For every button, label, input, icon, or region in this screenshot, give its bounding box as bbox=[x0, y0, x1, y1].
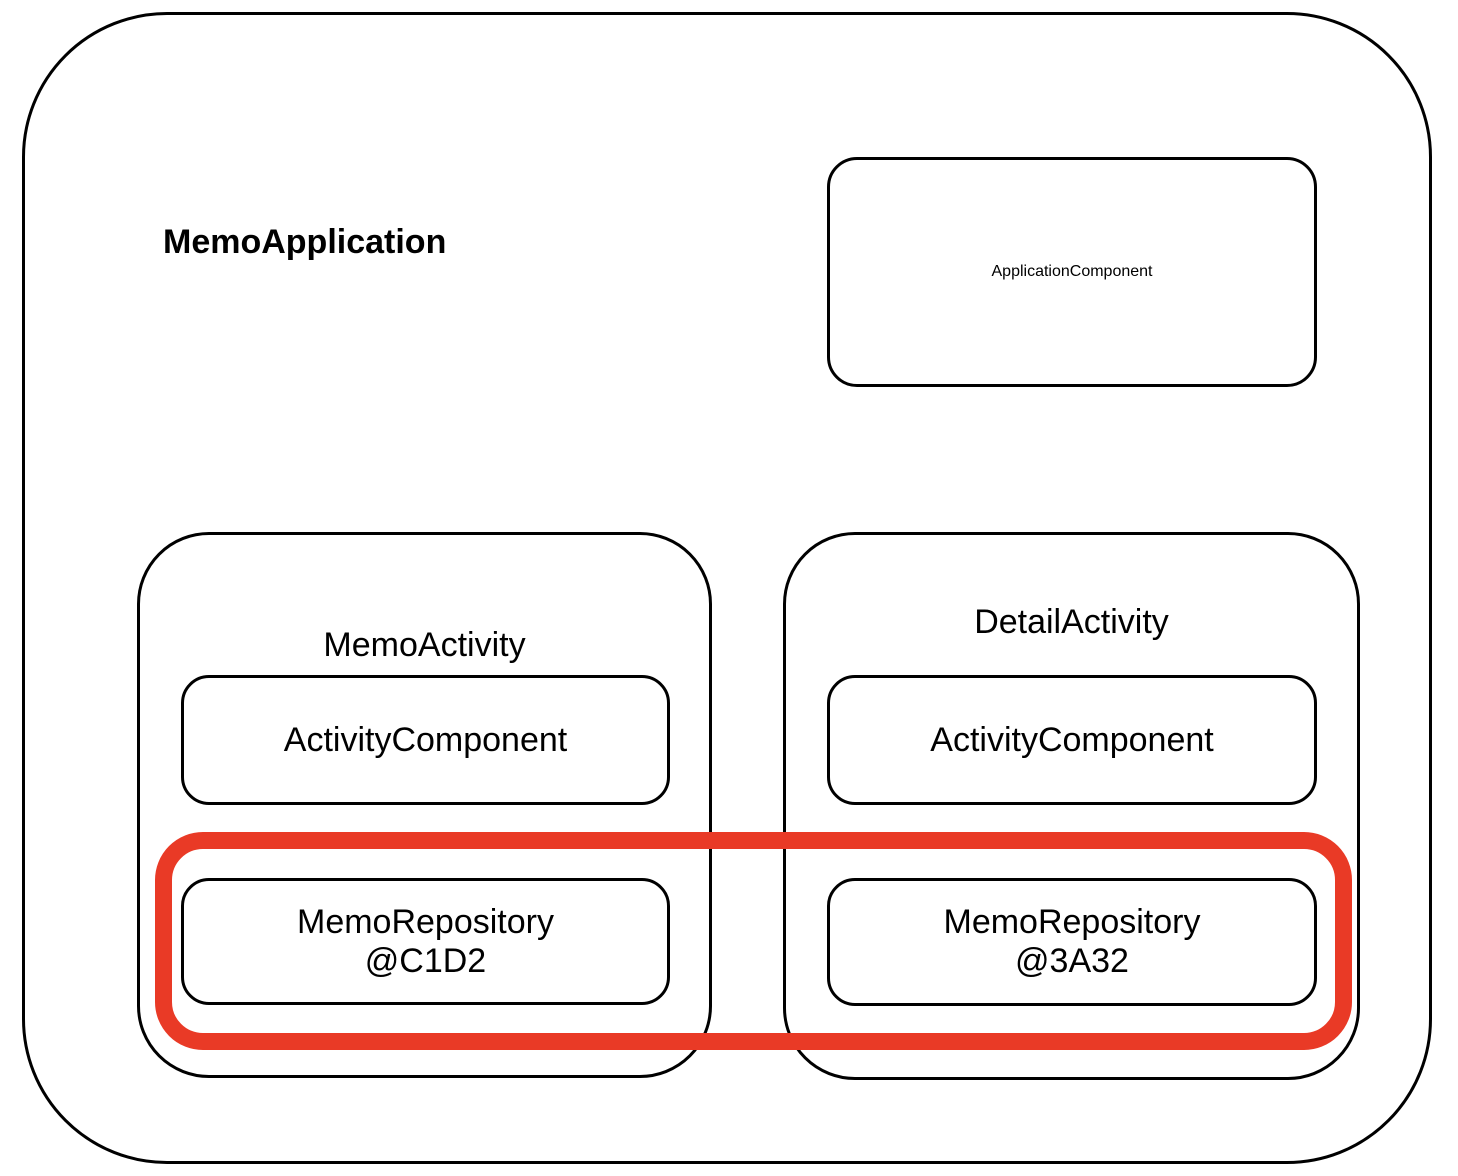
detail-activity-repository-label: MemoRepository bbox=[943, 903, 1201, 941]
memo-application-scope-box bbox=[22, 12, 1432, 1164]
detail-activity-label: DetailActivity bbox=[974, 603, 1169, 641]
detail-activity-repository-box: MemoRepository @3A32 bbox=[827, 878, 1317, 1006]
application-component-label: ApplicationComponent bbox=[991, 263, 1153, 280]
memo-application-label: MemoApplication bbox=[163, 223, 447, 261]
memo-activity-component-label: ActivityComponent bbox=[283, 720, 568, 759]
detail-activity-component-label: ActivityComponent bbox=[930, 720, 1214, 759]
detail-activity-scope-box bbox=[783, 532, 1360, 1080]
repository-highlight-rectangle bbox=[155, 832, 1352, 1050]
memo-activity-scope-box bbox=[137, 532, 712, 1078]
application-component-box: ApplicationComponent bbox=[827, 157, 1317, 387]
memo-activity-repository-instance: @C1D2 bbox=[364, 941, 487, 980]
detail-activity-component-box: ActivityComponent bbox=[827, 675, 1317, 805]
memo-activity-repository-label: MemoRepository bbox=[297, 902, 554, 941]
memo-activity-repository-box: MemoRepository @C1D2 bbox=[181, 878, 670, 1005]
memo-activity-component-box: ActivityComponent bbox=[181, 675, 670, 805]
detail-activity-repository-instance: @3A32 bbox=[1015, 942, 1129, 980]
memo-activity-label: MemoActivity bbox=[323, 626, 526, 664]
